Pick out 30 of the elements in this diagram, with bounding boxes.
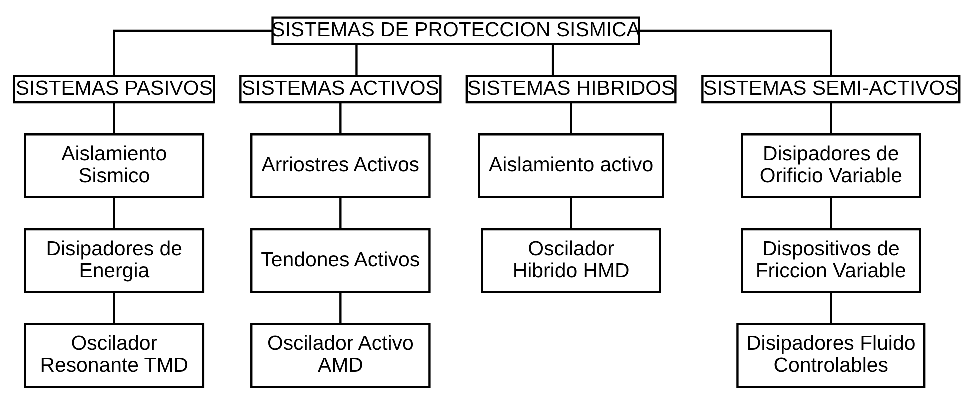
node-box: Disipadores de Orificio Variable bbox=[741, 134, 922, 198]
connector bbox=[340, 102, 342, 134]
node-box: SISTEMAS ACTIVOS bbox=[240, 75, 442, 104]
node-box: Oscilador Activo AMD bbox=[250, 323, 431, 388]
connector bbox=[570, 102, 572, 134]
connector bbox=[830, 198, 832, 230]
node-box: Oscilador Resonante TMD bbox=[24, 323, 205, 388]
connector bbox=[340, 198, 342, 230]
connector bbox=[113, 198, 116, 230]
node-box: Dispositivos de Friccion Variable bbox=[741, 228, 922, 294]
connector bbox=[552, 44, 554, 76]
connector bbox=[356, 44, 358, 76]
node-box: Disipadores Fluido Controlables bbox=[736, 323, 926, 388]
node-box: SISTEMAS SEMI-ACTIVOS bbox=[702, 75, 961, 104]
node-box: SISTEMAS HIBRIDOS bbox=[466, 75, 677, 104]
node-box: Aislamiento Sismico bbox=[24, 134, 205, 198]
node-box: Tendones Activos bbox=[250, 228, 431, 294]
connector bbox=[570, 198, 572, 230]
node-box: Disipadores de Energia bbox=[24, 228, 205, 294]
node-box: Oscilador Hibrido HMD bbox=[481, 228, 662, 294]
connector bbox=[113, 102, 116, 134]
connector bbox=[340, 292, 342, 324]
connector bbox=[113, 292, 116, 324]
connector bbox=[640, 30, 832, 76]
connector bbox=[830, 102, 832, 134]
node-box: SISTEMAS PASIVOS bbox=[13, 75, 216, 104]
node-box: Aislamiento activo bbox=[478, 134, 664, 198]
connector bbox=[113, 30, 273, 76]
connector bbox=[830, 292, 832, 324]
node-box: Arriostres Activos bbox=[250, 134, 431, 198]
